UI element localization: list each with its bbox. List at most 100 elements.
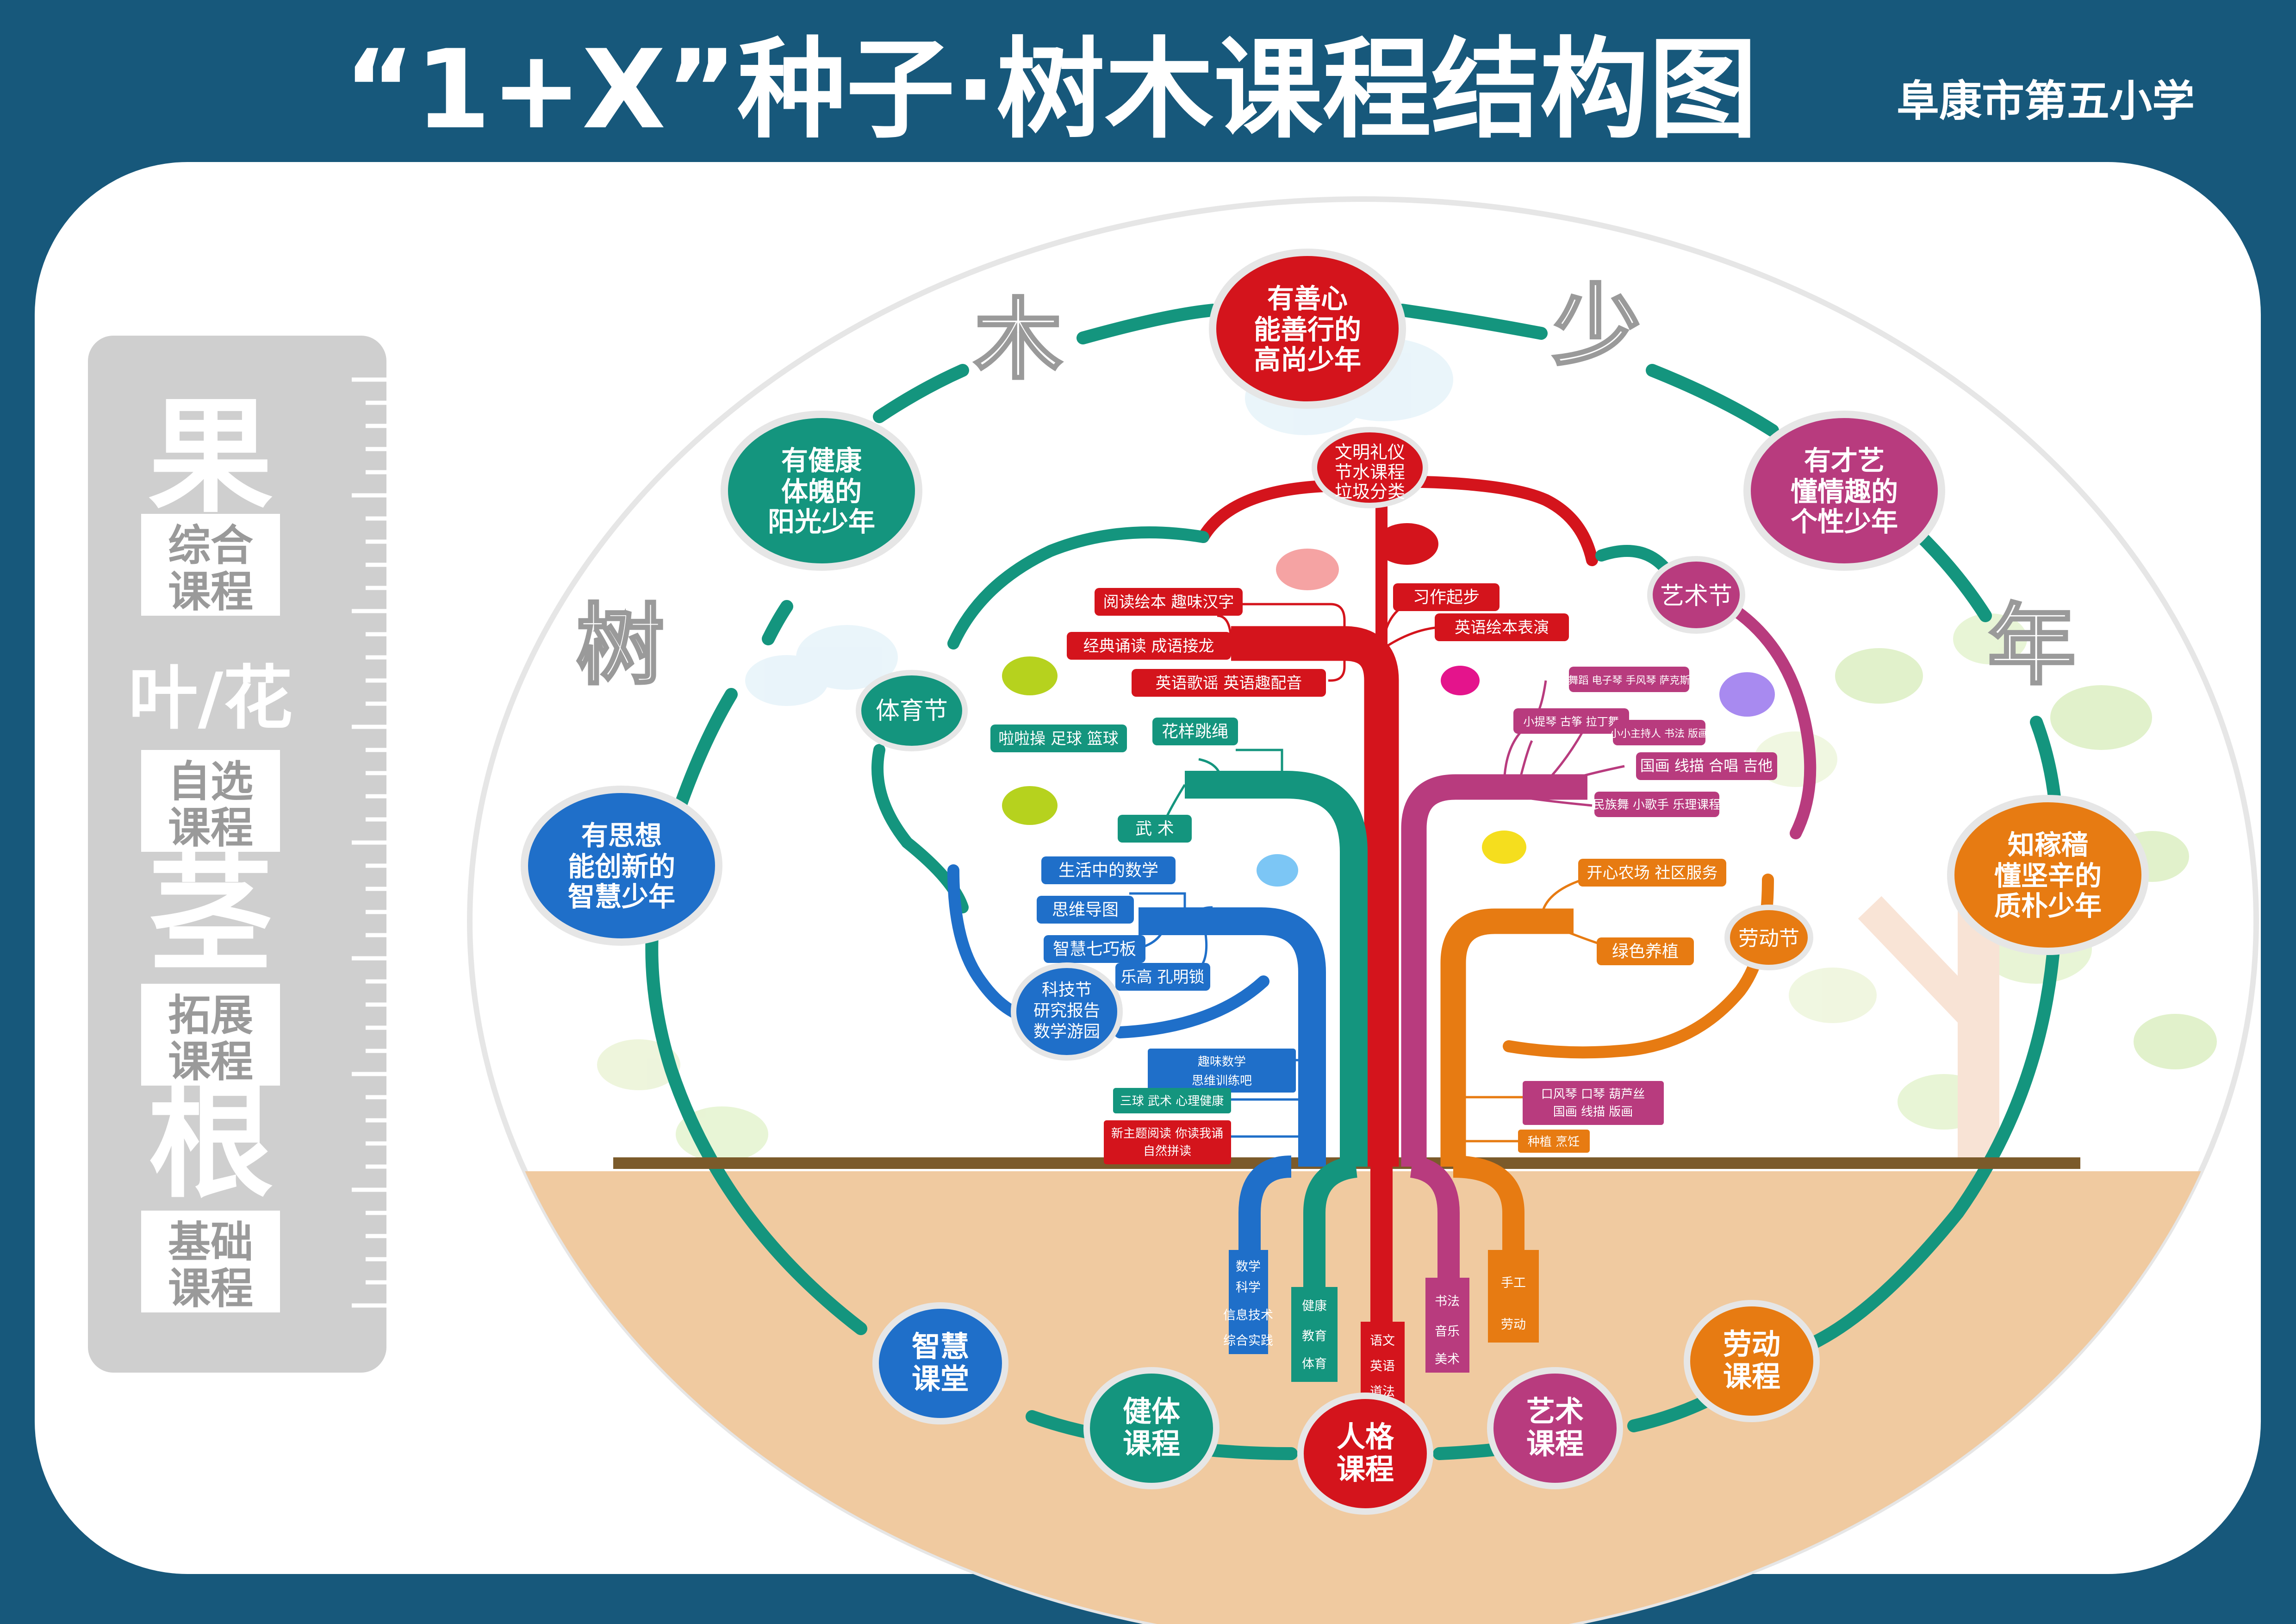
festival-art: 艺术节 [1660, 582, 1732, 610]
root-orange-1: 手工 [1501, 1276, 1526, 1290]
goal-leftmid-3: 智慧少年 [568, 881, 675, 912]
ruler-sub-zonghe: 综合 [168, 520, 253, 570]
root-blue-1: 数学 [1236, 1260, 1261, 1274]
festival-tech-3: 数学游园 [1033, 1022, 1100, 1041]
branch-labels: 习作起步 英语绘本表演 阅读绘本 趣味汉字 经典诵读 成语接龙 英语歌谣 英语趣… [990, 583, 1777, 991]
festival-tech-1: 科技节 [1042, 981, 1092, 999]
label-magenta-3: 小小主持人 书法 版画 [1610, 728, 1708, 740]
trunk-left-3a: 新主题阅读 你读我诵 [1111, 1127, 1223, 1141]
goal-top-2: 能善行的 [1254, 314, 1361, 345]
trunk-left-1b: 思维训练吧 [1192, 1074, 1252, 1088]
root-red-1: 语文 [1370, 1334, 1395, 1348]
course-4a: 艺术 [1526, 1394, 1584, 1428]
root-magenta-1: 书法 [1435, 1294, 1460, 1309]
level-ruler: 果 叶/花 茎 根 综合 课程 自选 课程 拓展 课程 基础 课程 [88, 336, 386, 1373]
label-blue-4: 乐高 孔明锁 [1121, 968, 1205, 987]
festival-crown-2: 节水课程 [1335, 462, 1405, 482]
diagram-title: “1+X”种子·树木课程结构图 [344, 27, 1758, 153]
label-teal-3: 武 术 [1135, 819, 1174, 838]
ruler-level-stem: 茎 [148, 841, 273, 988]
trunk-right-1a: 口风琴 口琴 葫芦丝 [1541, 1087, 1645, 1101]
root-blue-2: 科学 [1236, 1280, 1261, 1295]
goal-rightmid-1: 知稼穑 [2008, 829, 2088, 861]
course-4b: 课程 [1526, 1427, 1584, 1461]
ring-characters: 木 少 树 年 [575, 274, 2077, 698]
root-magenta-2: 音乐 [1435, 1324, 1460, 1339]
school-name: 阜康市第五小学 [1897, 76, 2195, 126]
root-teal-3: 体育 [1302, 1357, 1327, 1371]
ruler-sub-kecheng-2: 课程 [168, 803, 253, 853]
ruler-level-fruit: 果 [148, 382, 273, 530]
goal-top-3: 高尚少年 [1254, 344, 1361, 375]
label-magenta-5: 民族舞 小歌手 乐理课程 [1593, 798, 1721, 812]
trunk-right-1b: 国画 线描 版画 [1553, 1105, 1633, 1119]
goal-leftmid-1: 有思想 [581, 820, 662, 851]
label-blue-3: 智慧七巧板 [1053, 940, 1136, 959]
trunk-left-1a: 趣味数学 [1198, 1055, 1246, 1069]
course-nodes: 智慧 课堂 健体 课程 人格 课程 艺术 课程 劳动 课程 [872, 1300, 1820, 1515]
goal-rightup-3: 个性少年 [1791, 506, 1898, 537]
label-blue-2: 思维导图 [1052, 900, 1119, 919]
course-5b: 课程 [1723, 1360, 1780, 1393]
goal-rightup-2: 懂情趣的 [1791, 476, 1898, 507]
goal-rightmid-3: 质朴少年 [1994, 890, 2102, 922]
leaf-decoration [597, 338, 2217, 1167]
festival-sport: 体育节 [876, 697, 948, 725]
goal-top-1: 有善心 [1267, 283, 1348, 314]
trunk-left-3b: 自然拼读 [1143, 1144, 1191, 1158]
course-2b: 课程 [1123, 1427, 1180, 1461]
branch-connectors [1129, 600, 1625, 1143]
trunk-labels: 趣味数学 思维训练吧 三球 武术 心理健康 新主题阅读 你读我诵 自然拼读 口风… [1104, 1049, 1664, 1164]
ruler-sub-tuozhan: 拓展 [168, 990, 253, 1040]
goal-leftup-1: 有健康 [781, 445, 862, 476]
label-red-2: 英语绘本表演 [1455, 618, 1549, 637]
label-teal-2: 啦啦操 足球 篮球 [998, 730, 1119, 748]
root-labels: 数学 科学 信息技术 综合实践 健康 教育 体育 语文 英语 道法 书法 音乐 … [1223, 1250, 1539, 1407]
root-blue-4: 综合实践 [1223, 1334, 1273, 1348]
course-2a: 健体 [1123, 1394, 1180, 1428]
ruler-sub-kecheng-4: 课程 [168, 1263, 253, 1313]
festival-labor: 劳动节 [1738, 927, 1799, 950]
root-blue-3: 信息技术 [1223, 1308, 1273, 1323]
ring-char-shu: 树 [576, 594, 664, 697]
ruler-sub-zixuan: 自选 [168, 756, 253, 806]
goal-leftup-2: 体魄的 [781, 476, 862, 507]
growth-ring [645, 304, 2061, 1460]
label-magenta-2: 小提琴 古筝 拉丁舞 [1523, 715, 1619, 728]
course-3a: 人格 [1337, 1420, 1394, 1454]
festival-crown-1: 文明礼仪 [1335, 442, 1405, 462]
root-red-2: 英语 [1370, 1359, 1395, 1374]
ruler-sub-kecheng-1: 课程 [168, 567, 253, 617]
label-teal-1: 花样跳绳 [1162, 722, 1228, 741]
root-teal-2: 教育 [1302, 1329, 1327, 1343]
course-5a: 劳动 [1723, 1327, 1780, 1361]
goal-nodes: 有善心 能善行的 高尚少年 有健康 体魄的 阳光少年 有才艺 懂情趣的 个性少年… [521, 249, 2149, 955]
label-orange-2: 绿色养植 [1612, 942, 1679, 961]
trunk-right-2: 种植 烹饪 [1528, 1135, 1580, 1149]
tree-roots [1238, 1156, 1524, 1329]
ruler-level-root: 根 [148, 1068, 273, 1215]
trunk-left-2: 三球 武术 心理健康 [1120, 1094, 1224, 1108]
ring-char-shao: 少 [1553, 275, 1641, 377]
label-orange-1: 开心农场 社区服务 [1587, 864, 1718, 882]
festival-tech-2: 研究报告 [1033, 1001, 1100, 1020]
root-orange-2: 劳动 [1501, 1318, 1526, 1332]
goal-leftup-3: 阳光少年 [768, 506, 875, 537]
label-red-4: 经典诵读 成语接龙 [1083, 637, 1214, 656]
course-1b: 课堂 [912, 1362, 969, 1396]
label-red-3: 阅读绘本 趣味汉字 [1103, 593, 1234, 612]
label-magenta-1: 舞蹈 电子琴 手风琴 萨克斯 [1568, 675, 1690, 687]
ruler-sub-kecheng-3: 课程 [168, 1037, 253, 1087]
crown-dots [1002, 523, 1775, 887]
goal-rightmid-2: 懂坚辛的 [1994, 860, 2102, 892]
festival-crown-3: 垃圾分类 [1335, 481, 1405, 502]
ruler-sub-jichu: 基础 [168, 1217, 253, 1267]
label-magenta-4: 国画 线描 合唱 吉他 [1640, 757, 1773, 775]
label-red-1: 习作起步 [1413, 588, 1480, 607]
course-1a: 智慧 [912, 1330, 969, 1363]
root-teal-1: 健康 [1302, 1299, 1327, 1313]
goal-rightup-1: 有才艺 [1804, 445, 1885, 476]
course-3b: 课程 [1337, 1452, 1394, 1486]
tree-trunks [1139, 491, 1587, 1167]
